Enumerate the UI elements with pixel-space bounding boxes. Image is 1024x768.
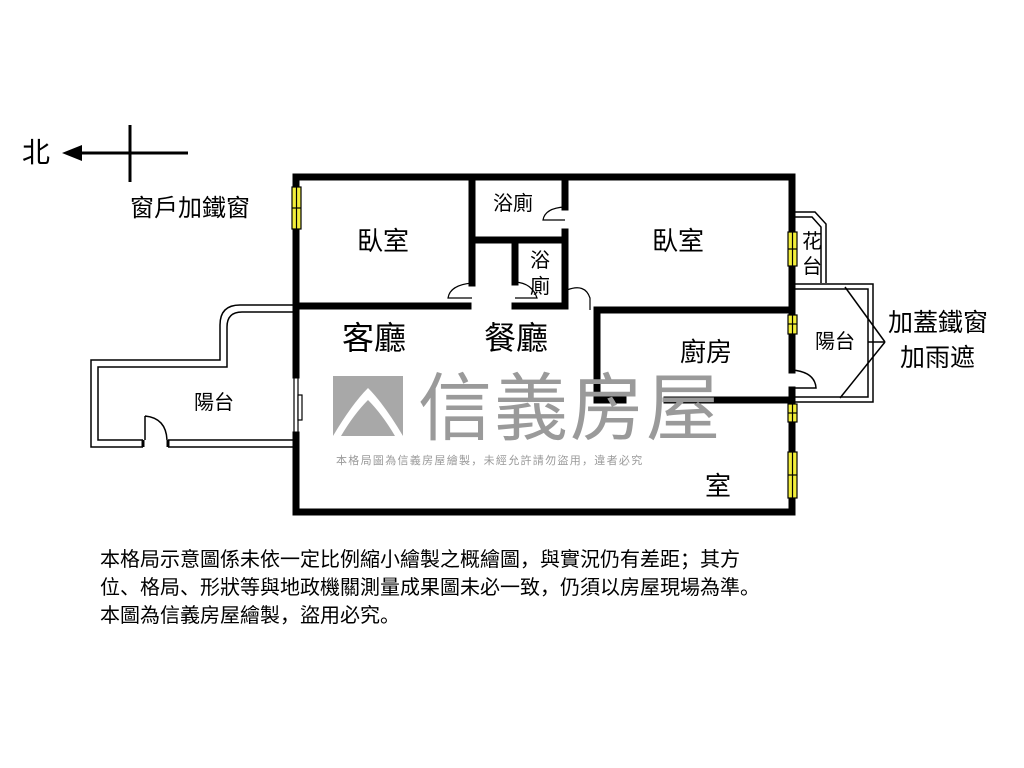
north-arrow-icon	[62, 125, 188, 182]
room-kitchen: 廚房	[680, 338, 733, 368]
room-planter-1: 花	[802, 229, 822, 253]
room-living: 客廳	[342, 319, 407, 357]
doors	[447, 206, 591, 310]
room-planter-2: 台	[802, 254, 822, 278]
left-sliding-window	[293, 375, 303, 435]
disclaimer-line: 本格局示意圖係未依一定比例縮小繪製之概繪圖，與實況仍有差距；其方	[100, 547, 740, 571]
room-bath-lower-2: 廁	[530, 274, 550, 298]
room-lower: 室	[705, 472, 732, 502]
watermark-notice: 本格局圖為信義房屋繪製，未經允許請勿盜用，違者必究	[336, 454, 644, 467]
room-bath-lower-1: 浴	[530, 248, 550, 272]
room-balcony-right: 陽台	[815, 329, 855, 353]
right-balcony-outline	[791, 211, 886, 403]
windows	[291, 186, 798, 499]
watermark-logo	[333, 376, 403, 436]
callout-balcony-line1: 加蓋鐵窗	[888, 308, 989, 337]
north-label: 北	[22, 136, 51, 169]
room-bath-top: 浴廁	[493, 191, 533, 215]
callout-window-left: 窗戶加鐵窗	[130, 194, 250, 222]
disclaimer: 本格局示意圖係未依一定比例縮小繪製之概繪圖，與實況仍有差距；其方 位、格局、形狀…	[100, 545, 940, 629]
disclaimer-line: 本圖為信義房屋繪製，盜用必究。	[100, 603, 400, 627]
watermark-brand: 信義房屋	[418, 366, 722, 452]
callout-balcony-line2: 加雨遮	[900, 343, 976, 372]
room-dining: 餐廳	[484, 319, 549, 357]
room-bedroom-left: 臥室	[357, 227, 410, 257]
left-balcony-outline	[90, 304, 296, 448]
disclaimer-line: 位、格局、形狀等與地政機關測量成果圖未必一致，仍須以房屋現場為準。	[100, 575, 760, 599]
room-bedroom-right: 臥室	[652, 227, 705, 257]
room-balcony-left: 陽台	[194, 390, 234, 414]
